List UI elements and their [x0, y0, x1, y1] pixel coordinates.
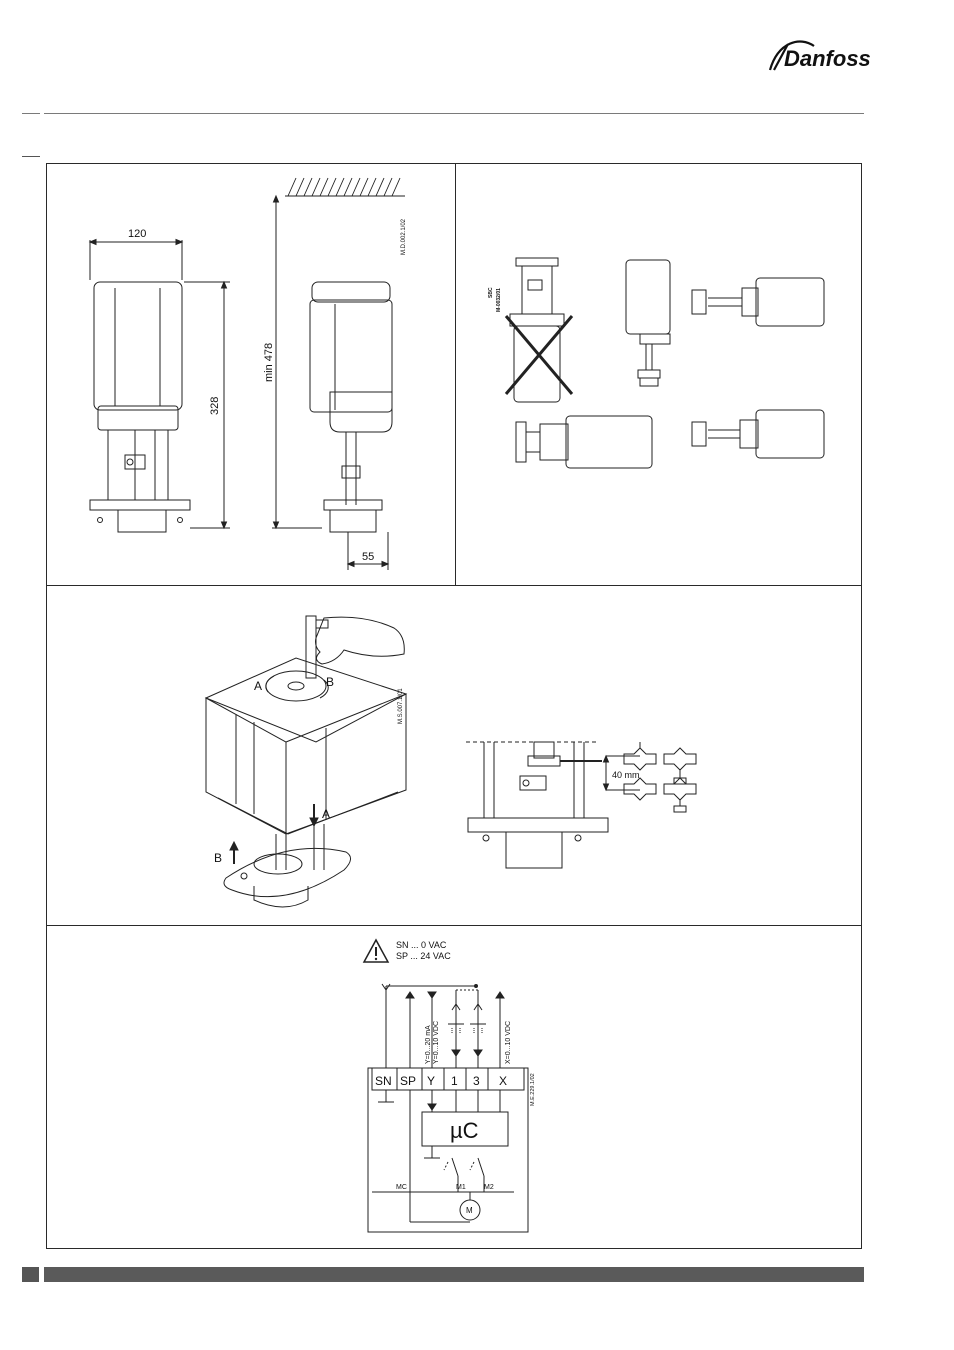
height-dimension-label: 328	[209, 397, 221, 415]
motor-label: M	[466, 1206, 473, 1215]
frame-divider-1	[46, 585, 862, 586]
positions-ref-code-2: M-0032/01	[496, 288, 502, 312]
header-rule-left	[22, 113, 40, 114]
mounting-positions-drawing: SBC M-0032/01	[470, 240, 850, 480]
terminal-y: Y	[427, 1074, 435, 1088]
terminal-sp: SP	[400, 1074, 416, 1088]
node-m2-label: M2	[484, 1184, 494, 1191]
stroke-distance-label: 40 mm	[612, 770, 640, 780]
danfoss-logo: Danfoss	[764, 30, 874, 80]
stem-b-label: B	[214, 851, 222, 865]
wiring-ref-code: M.E.229.1/02	[530, 1073, 536, 1106]
rotation-a-label: A	[254, 679, 262, 693]
section-rule-left	[22, 156, 40, 157]
frame-divider-vertical	[455, 163, 456, 585]
manual-override-drawing: A B A B M.S.007.1/01	[196, 608, 436, 914]
rotation-b-label: B	[326, 675, 334, 689]
input-signal-ma: Y=0...20 mA	[425, 1025, 432, 1064]
actuator-side-body	[310, 300, 392, 412]
hand-illustration	[316, 617, 405, 664]
terminal-3: 3	[473, 1074, 480, 1088]
node-mc-label: MC	[396, 1184, 407, 1191]
manual-ref-code: M.S.007.1/01	[398, 688, 404, 724]
valve-symbol-4	[664, 778, 696, 812]
stem-a-label: A	[322, 807, 330, 821]
terminal-1: 1	[451, 1074, 458, 1088]
legend-line-2: SP ... 24 VAC	[396, 951, 451, 961]
dimensions-ref-code: M.D.002.1/02	[401, 218, 407, 255]
output-signal-vdc: X=0...10 VDC	[505, 1021, 512, 1064]
input-signal-vdc: Y=0...10 VDC	[433, 1021, 440, 1064]
brand-logo-text: Danfoss	[784, 46, 871, 71]
dimensions-drawing: 120 328 min 478 55 M.D.002.1/02	[60, 170, 450, 580]
offset-dimension-label: 55	[362, 551, 374, 563]
controller-label: µC	[450, 1118, 479, 1143]
warning-icon	[364, 940, 388, 962]
positions-ref-code-1: SBC	[488, 287, 494, 298]
legend-line-1: SN ... 0 VAC	[396, 940, 447, 950]
wiring-diagram: SN ... 0 VAC SP ... 24 VAC	[360, 936, 540, 1236]
frame-divider-2	[46, 925, 862, 926]
clearance-dimension-label: min 478	[263, 343, 275, 382]
header-rule	[44, 113, 864, 114]
terminal-sn: SN	[375, 1074, 392, 1088]
width-dimension-label: 120	[128, 228, 146, 240]
terminal-x: X	[499, 1074, 507, 1088]
footer-page-marker	[22, 1267, 39, 1282]
footer-bar	[44, 1267, 864, 1282]
actuator-front-body	[94, 282, 182, 410]
stroke-drawing: 40 mm	[466, 732, 726, 872]
valve-symbol-3	[624, 778, 656, 800]
node-m1-label: M1	[456, 1184, 466, 1191]
